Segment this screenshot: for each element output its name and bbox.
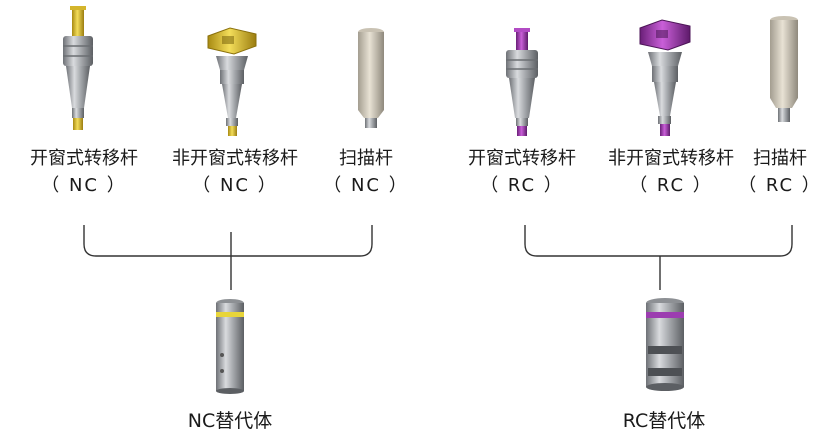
component-name: 开窗式转移杆 (30, 148, 138, 169)
closed-tray-transfer-post-rc-icon (639, 19, 691, 136)
component-name: 开窗式转移杆 (468, 148, 576, 169)
component-code: （ NC ） (323, 175, 409, 196)
nc-bracket (83, 225, 373, 290)
component-code: （ RC ） (738, 175, 822, 196)
analog-label-nc: NC替代体 (187, 410, 273, 432)
scan-body-nc-icon (358, 28, 384, 128)
implant-analog-rc-icon (646, 298, 684, 391)
scan-body-rc-icon (770, 16, 798, 122)
component-label-nc-closed: 非开窗式转移杆 （ NC ） (160, 148, 310, 197)
component-label-nc-open: 开窗式转移杆 （ NC ） (8, 148, 160, 197)
component-label-nc-scan: 扫描杆 （ NC ） (316, 148, 416, 197)
open-tray-transfer-post-rc-icon (506, 28, 538, 136)
open-tray-transfer-post-nc-icon (63, 6, 93, 130)
component-name: 非开窗式转移杆 (172, 148, 298, 169)
component-code: （ NC ） (192, 175, 278, 196)
analog-label-rc: RC替代体 (622, 410, 706, 432)
component-code: （ RC ） (480, 175, 564, 196)
component-code: （ RC ） (629, 175, 713, 196)
component-name: 非开窗式转移杆 (608, 148, 734, 169)
implant-analog-nc-icon (216, 299, 244, 394)
component-label-rc-closed: 非开窗式转移杆 （ RC ） (596, 148, 746, 197)
component-code: （ NC ） (41, 175, 127, 196)
component-label-rc-scan: 扫描杆 （ RC ） (738, 148, 822, 197)
component-label-rc-open: 开窗式转移杆 （ RC ） (446, 148, 598, 197)
rc-bracket (524, 225, 793, 290)
component-name: 扫描杆 (753, 148, 807, 169)
closed-tray-transfer-post-nc-icon (207, 27, 257, 136)
component-name: 扫描杆 (339, 148, 393, 169)
